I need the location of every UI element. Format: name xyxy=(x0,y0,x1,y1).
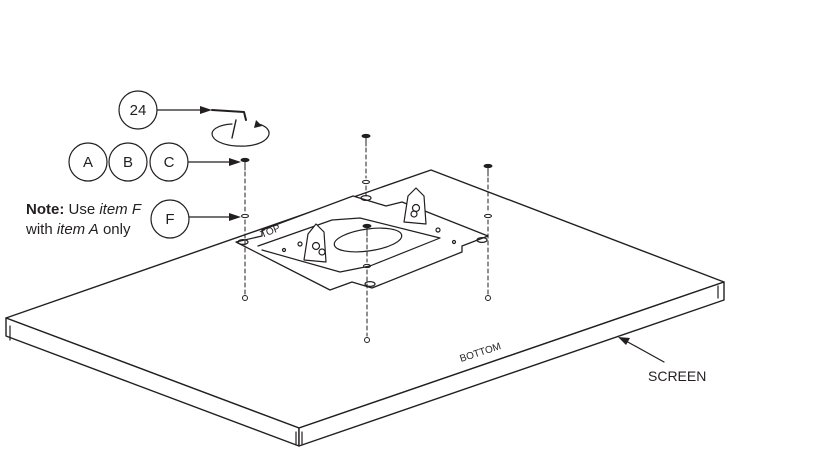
hole-mark xyxy=(364,337,370,343)
arrow-head xyxy=(200,106,212,114)
note-text: Note: Use item F with item A only xyxy=(26,200,141,240)
hex-key-icon xyxy=(211,109,247,121)
rivet xyxy=(297,241,303,247)
screw-left xyxy=(240,157,250,301)
note-text-3: only xyxy=(98,221,131,238)
screw-front xyxy=(362,223,372,343)
screen-label: SCREEN xyxy=(648,368,706,384)
screen-right-edge xyxy=(298,281,725,447)
arrow-head xyxy=(254,120,262,128)
callout-c-label: C xyxy=(164,154,175,171)
plate-inner-line xyxy=(257,217,441,273)
screen-callout: SCREEN xyxy=(618,337,706,384)
washer xyxy=(362,179,370,185)
note-line-1: Note: Use item F xyxy=(26,200,141,220)
note-line-2: with item A only xyxy=(26,220,141,240)
hinge-knob xyxy=(318,248,326,256)
callout-f-label: F xyxy=(165,211,174,228)
callout-a-label: A xyxy=(83,154,93,171)
washer xyxy=(484,213,492,219)
hole-mark xyxy=(485,295,491,301)
hinge-hole xyxy=(311,241,321,251)
screen-panel xyxy=(5,169,725,447)
note-item-a: item A xyxy=(56,221,99,238)
washer xyxy=(241,213,249,219)
hinge-tab-right xyxy=(403,187,427,225)
bracket-slot xyxy=(364,281,376,288)
rivet xyxy=(451,239,457,245)
callout-f: F xyxy=(150,199,241,239)
bracket-slot xyxy=(237,239,249,246)
callout-abc: A B C xyxy=(68,142,241,182)
hinge-knob xyxy=(410,210,418,218)
note-text-2: with xyxy=(26,221,57,238)
bracket-slot xyxy=(476,237,488,244)
note-item-f: item F xyxy=(99,201,142,218)
arrow-head xyxy=(229,158,241,166)
hardware xyxy=(240,133,493,343)
arrow-head xyxy=(229,213,241,221)
note-prefix: Note: xyxy=(26,201,65,218)
hole-mark xyxy=(242,295,248,301)
rivet xyxy=(435,227,441,233)
screw-right xyxy=(483,163,493,301)
rivet xyxy=(281,247,287,253)
mount-bracket xyxy=(235,187,489,291)
center-hole xyxy=(333,227,403,253)
note-text-1: Use xyxy=(64,201,100,218)
callout-screwdriver: 24 xyxy=(118,90,270,147)
rotate-arrow-icon xyxy=(211,123,270,147)
washer xyxy=(363,263,371,269)
callout-24-label: 24 xyxy=(130,102,147,119)
hex-key-shaft xyxy=(231,119,237,139)
screw-back xyxy=(361,133,371,197)
callout-b-label: B xyxy=(123,154,133,171)
arrow-head xyxy=(618,337,630,345)
